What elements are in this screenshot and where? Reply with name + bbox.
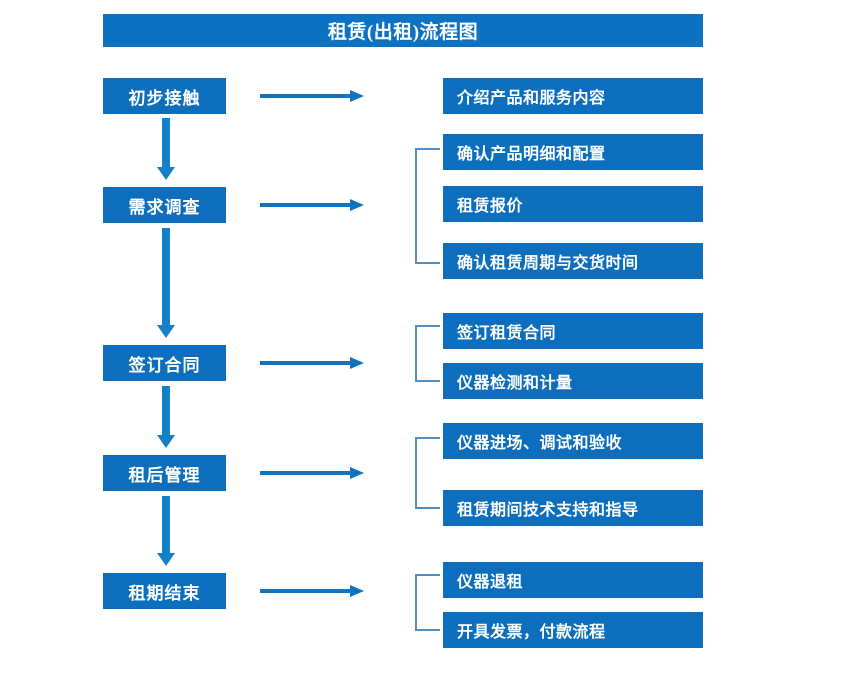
stage-box[interactable]: 需求调查	[103, 187, 226, 223]
detail-box[interactable]: 确认产品明细和配置	[443, 134, 703, 170]
group-bracket	[415, 148, 440, 264]
detail-box[interactable]: 仪器进场、调试和验收	[443, 423, 703, 459]
detail-box[interactable]: 租赁期间技术支持和指导	[443, 490, 703, 526]
group-bracket	[415, 574, 440, 631]
detail-box[interactable]: 仪器检测和计量	[443, 363, 703, 399]
group-bracket	[415, 437, 440, 509]
arrow-shaft	[260, 589, 352, 593]
detail-box[interactable]: 开具发票，付款流程	[443, 612, 703, 648]
arrow-shaft	[260, 203, 352, 207]
arrow-right-icon	[260, 465, 366, 481]
arrow-head	[350, 467, 364, 479]
arrow-head	[350, 357, 364, 369]
stage-box[interactable]: 初步接触	[103, 78, 226, 114]
stage-box[interactable]: 租后管理	[103, 455, 226, 491]
arrow-head	[157, 435, 175, 448]
group-bracket	[415, 325, 440, 382]
arrow-head	[157, 553, 175, 566]
arrow-head	[350, 90, 364, 102]
arrow-right-icon	[260, 88, 366, 104]
detail-box[interactable]: 介绍产品和服务内容	[443, 78, 703, 114]
arrow-shaft	[260, 471, 352, 475]
arrow-down-icon	[157, 496, 175, 566]
page-title: 租赁(出租)流程图	[103, 14, 703, 47]
arrow-head	[350, 199, 364, 211]
detail-box[interactable]: 签订租赁合同	[443, 313, 703, 349]
detail-box[interactable]: 租赁报价	[443, 186, 703, 222]
arrow-shaft	[260, 361, 352, 365]
arrow-shaft	[162, 496, 170, 553]
arrow-head	[350, 585, 364, 597]
arrow-shaft	[260, 94, 352, 98]
arrow-down-icon	[157, 386, 175, 448]
arrow-head	[157, 167, 175, 180]
arrow-right-icon	[260, 197, 366, 213]
arrow-head	[157, 325, 175, 338]
arrow-shaft	[162, 118, 170, 167]
arrow-shaft	[162, 228, 170, 325]
detail-box[interactable]: 确认租赁周期与交货时间	[443, 243, 703, 279]
arrow-shaft	[162, 386, 170, 435]
stage-box[interactable]: 租期结束	[103, 573, 226, 609]
detail-box[interactable]: 仪器退租	[443, 562, 703, 598]
arrow-right-icon	[260, 583, 366, 599]
arrow-right-icon	[260, 355, 366, 371]
arrow-down-icon	[157, 228, 175, 338]
arrow-down-icon	[157, 118, 175, 180]
stage-box[interactable]: 签订合同	[103, 345, 226, 381]
